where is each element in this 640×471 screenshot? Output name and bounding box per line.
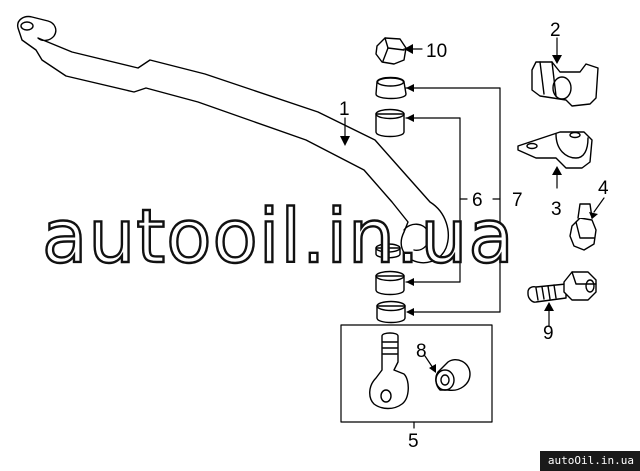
callout-1: 1 bbox=[339, 99, 350, 120]
arrowheads bbox=[340, 44, 598, 373]
part-7-lower-bushing bbox=[376, 300, 406, 324]
callout-6: 6 bbox=[472, 190, 483, 211]
callout-7: 7 bbox=[512, 190, 523, 211]
callout-4: 4 bbox=[598, 178, 609, 199]
part-3-bracket bbox=[517, 131, 593, 169]
stabilizer-bar bbox=[17, 15, 449, 264]
part-4-bolt bbox=[569, 203, 597, 251]
part-6-upper-bushing bbox=[375, 108, 405, 138]
part-2-clamp-bushing bbox=[531, 61, 599, 107]
leader-lines bbox=[344, 37, 605, 429]
part-9-bolt bbox=[527, 271, 597, 303]
part-8-bushing bbox=[435, 358, 471, 391]
bar-end-washer bbox=[375, 243, 401, 259]
watermark-text: autooil.in.ua bbox=[42, 194, 515, 280]
callout-10: 10 bbox=[426, 41, 447, 62]
part-5-kit-box bbox=[340, 324, 493, 423]
callout-9: 9 bbox=[543, 323, 554, 344]
part-6-lower-bushing bbox=[375, 270, 405, 296]
part-10-nut bbox=[375, 37, 407, 65]
callout-2: 2 bbox=[550, 20, 561, 41]
part-5-stabilizer-link bbox=[369, 332, 409, 410]
callout-8: 8 bbox=[416, 341, 427, 362]
callout-5: 5 bbox=[408, 431, 419, 452]
callout-3: 3 bbox=[551, 199, 562, 220]
site-badge: autoOil.in.ua bbox=[539, 451, 640, 471]
callout-numbers: 1 2 3 4 5 6 7 8 9 10 bbox=[339, 20, 609, 452]
part-7-upper-bushing bbox=[375, 76, 407, 100]
